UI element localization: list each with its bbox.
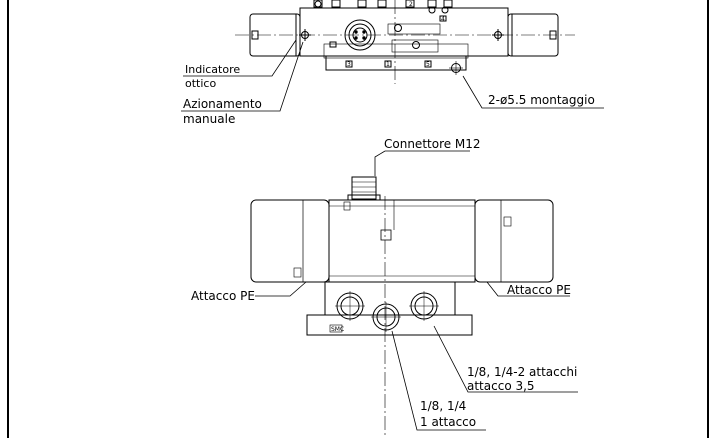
front-valve-body: [328, 199, 476, 283]
leader-indicator: [183, 39, 297, 77]
leader-ports-3-5: [433, 325, 578, 393]
top-valve-body: [299, 7, 509, 57]
front-base-lower: [306, 314, 473, 336]
callout-mounting-holes: 2-ø5.5 montaggio: [488, 93, 595, 107]
callout-ports-3-5-line1: 1/8, 1/4-2 attacchi: [467, 365, 577, 379]
m12-connector-side: [351, 176, 377, 200]
callout-optical-indicator-line1: Indicatore: [185, 63, 240, 76]
top-screw-right: [492, 29, 504, 41]
top-base-plate: [325, 55, 467, 71]
m12-connector-top: [344, 19, 376, 51]
callout-m12-connector: Connettore M12: [384, 137, 481, 151]
leader-manual: [181, 41, 304, 112]
manual-override-a: [394, 24, 402, 32]
mounting-hole: [449, 61, 463, 75]
top-view: [235, 0, 575, 84]
callout-port-1-line2: 1 attacco: [420, 415, 476, 429]
callout-manual-override-line2: manuale: [183, 112, 235, 126]
callout-ports-3-5-line2: attacco 3,5: [467, 379, 535, 393]
front-solenoid-left: [250, 199, 330, 283]
port-5: [409, 291, 439, 321]
port-mark-2: 2: [409, 1, 413, 8]
leader-mounting: [462, 75, 604, 109]
port-mark-3: 3: [347, 61, 351, 68]
top-screw-left: [299, 29, 311, 41]
manual-override-b: [412, 41, 420, 49]
leader-pe-left: [255, 281, 307, 297]
callout-manual-override-line1: Azionamento: [183, 97, 262, 111]
callout-pe-port-left: Attacco PE: [191, 289, 255, 303]
callout-port-1-line1: 1/8, 1/4: [420, 399, 466, 413]
port-3: [335, 291, 365, 321]
base-marking-smc: SMC: [331, 326, 344, 333]
port-mark-1: 1: [386, 61, 390, 68]
callout-pe-port-right: Attacco PE: [507, 283, 571, 297]
port-1: [371, 302, 401, 332]
leader-m12: [374, 150, 470, 176]
front-view: [250, 176, 554, 438]
front-solenoid-right: [474, 199, 554, 283]
port-mark-4: 4: [441, 16, 445, 23]
callout-optical-indicator-line2: ottico: [185, 77, 216, 90]
leader-port-1: [391, 330, 486, 431]
leader-pe-right: [486, 281, 570, 297]
port-mark-5: 5: [426, 61, 430, 68]
